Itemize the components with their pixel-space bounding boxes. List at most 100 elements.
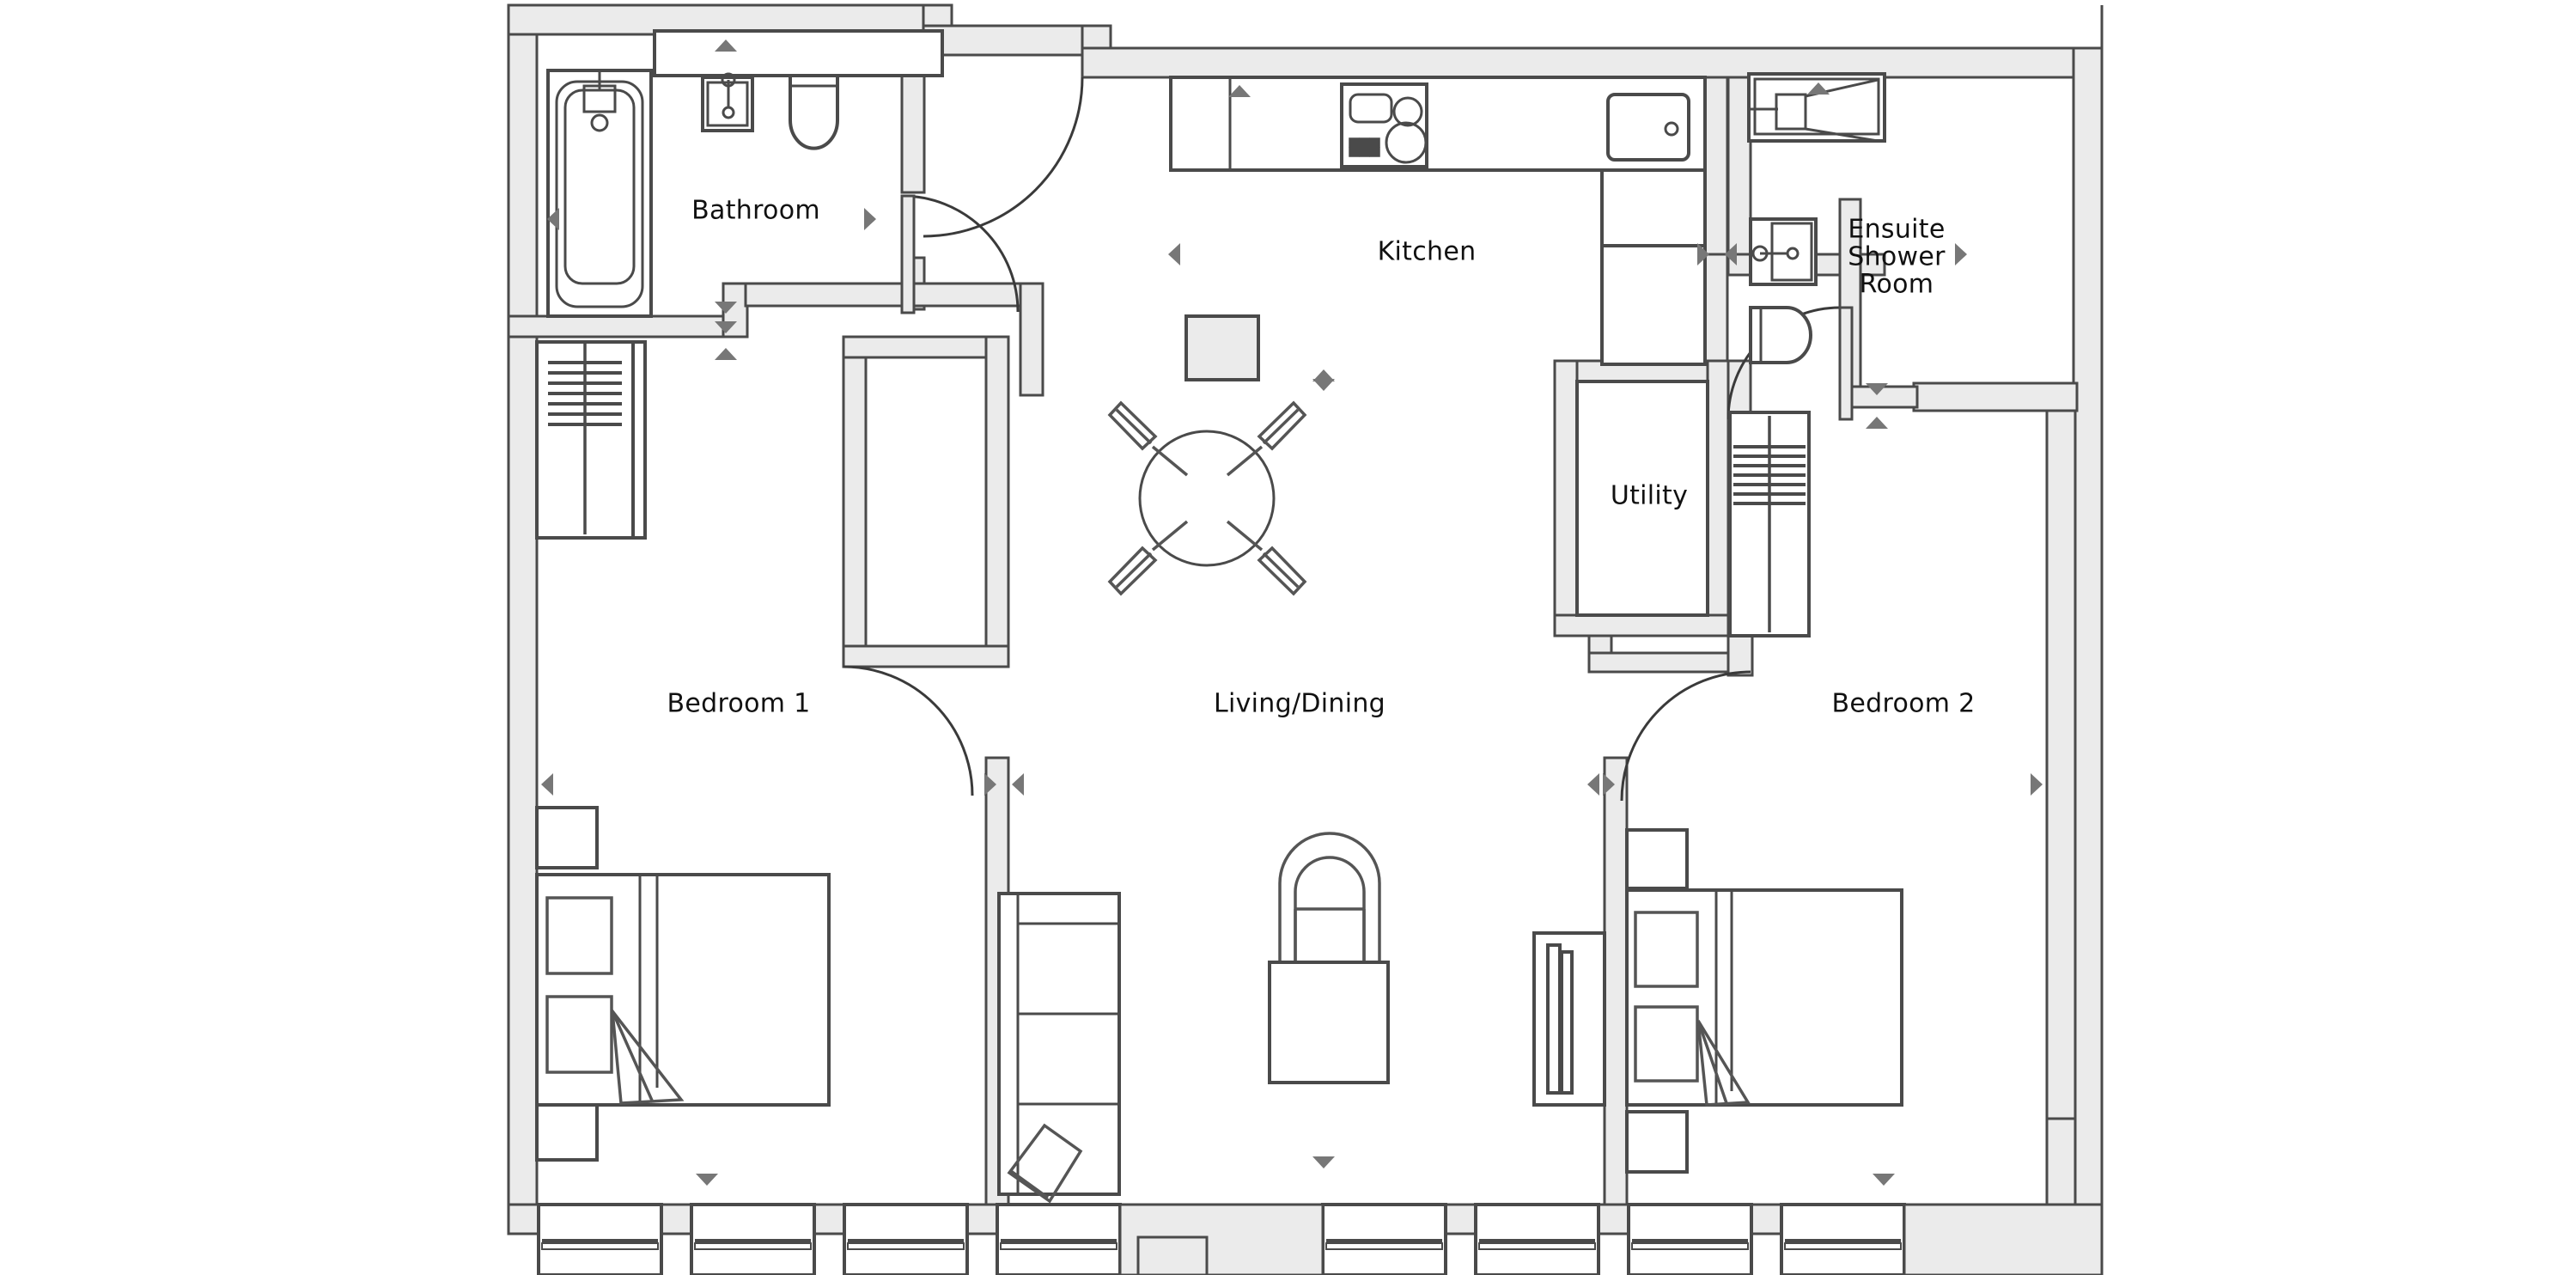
wall-ensuite-left: [1726, 76, 1752, 256]
wardrobe-bedroom1: [535, 340, 647, 540]
kitchen-sink: [1606, 93, 1690, 162]
bathtub: [546, 69, 653, 318]
bedroom2-group: Bedroom 2: [1532, 689, 2043, 1186]
dimension-marker: [715, 321, 737, 333]
dimension-marker: [1866, 383, 1888, 395]
dining-set: [1107, 400, 1307, 596]
wall-kitchen-right-2: [1703, 253, 1729, 363]
coffee-table: [1268, 961, 1390, 1084]
bathroom-door-leaf: [900, 194, 916, 314]
window: [843, 1203, 969, 1275]
bedside-table: [1625, 828, 1689, 890]
dimension-marker: [1228, 85, 1251, 97]
window: [1474, 1203, 1600, 1275]
dimension-marker: [1955, 243, 1967, 265]
wall-bathroom-bottom-right: [744, 282, 928, 308]
wall-bedroom1-mid: [842, 644, 1010, 668]
room-label-bedroom2: Bedroom 2: [1831, 689, 1975, 719]
dimension-marker: [1697, 243, 1709, 265]
bottom-windows: [537, 1203, 1906, 1275]
room-label-livingdining: Living/Dining: [1214, 689, 1385, 719]
bedroom2-door-swing: [1620, 670, 1751, 802]
wall-bathroom-right-upper: [900, 53, 926, 194]
dimension-marker: [1168, 243, 1180, 265]
room-label-bedroom1: Bedroom 1: [667, 689, 810, 719]
wall-bottom-right-block: [1903, 1203, 2104, 1275]
bedroom1-door-swing: [843, 665, 974, 796]
dimension-marker: [1725, 243, 1737, 265]
wall-utility-left: [1553, 359, 1579, 620]
window: [537, 1203, 663, 1275]
window: [996, 1203, 1122, 1275]
room-label-ensuite-line1: Ensuite: [1848, 215, 1945, 245]
sofa: [997, 892, 1121, 1204]
wall-bottom-recess-bump: [1136, 1235, 1209, 1275]
toilet-ensuite: [1749, 306, 1812, 364]
kitchen-group: Kitchen: [1168, 76, 1737, 366]
bathroom-door-swing: [901, 194, 1020, 313]
bedside-table: [1625, 1110, 1689, 1174]
doors-group: [843, 76, 1854, 802]
wall-left: [507, 3, 539, 1235]
wall-kitchen-right: [1703, 76, 1729, 256]
wardrobe-bedroom2: [1728, 411, 1811, 638]
bathroom-group: Bathroom: [546, 29, 944, 318]
bedside-table: [535, 1098, 599, 1162]
dimension-marker: [1807, 82, 1830, 95]
wall-right-step-bot: [2045, 1117, 2077, 1208]
window: [1780, 1203, 1906, 1275]
bedroom1-group: Bedroom 1: [535, 321, 1024, 1186]
dimension-marker: [864, 208, 876, 230]
wall-lobby-right: [1019, 282, 1044, 397]
wall-utility-bottom: [1553, 613, 1754, 638]
room-label-ensuite-line2: Shower: [1848, 242, 1946, 272]
shower-enclosure: [1747, 72, 1886, 143]
wall-top-right: [1081, 46, 2104, 79]
sideboard: [1184, 314, 1260, 381]
kitchen-tall-unit: [1600, 244, 1707, 366]
dimension-marker: [1603, 773, 1615, 796]
dimension-marker: [2031, 773, 2043, 796]
utility-cupboard: [1575, 380, 1709, 617]
dimension-marker: [1012, 773, 1024, 796]
livingdining-group: Living/Dining: [997, 314, 1390, 1204]
wall-bedroom1-right-upper: [842, 335, 868, 665]
bathroom-top-unit: [653, 29, 944, 77]
window: [1627, 1203, 1753, 1275]
wall-bedroom2-left: [1603, 756, 1629, 1206]
kitchen-sink-unit: [1600, 168, 1707, 247]
wash-basin-bathroom: [701, 72, 754, 132]
dimension-marker: [1587, 773, 1599, 796]
ensuite-group: Ensuite Shower Room: [1747, 72, 1967, 429]
dimension-marker: [984, 773, 996, 796]
dimension-marker: [696, 1174, 718, 1186]
wall-right-step-top: [1912, 381, 2079, 412]
tv-unit: [1532, 931, 1606, 1107]
dimension-marker: [715, 348, 737, 360]
window: [690, 1203, 816, 1275]
hob-icon: [1340, 82, 1428, 168]
wall-top-mid-left: [922, 24, 1084, 57]
wall-right: [2072, 46, 2104, 1235]
dimension-marker: [1873, 1174, 1895, 1186]
wall-bathroom-bottom-left: [507, 314, 725, 339]
dimension-marker: [715, 40, 737, 52]
wall-utility-right: [1706, 359, 1732, 638]
dimension-marker: [1312, 379, 1335, 391]
wall-right-inner: [2045, 381, 2077, 1150]
dimension-marker: [541, 773, 553, 796]
dimension-marker: [547, 208, 559, 230]
window: [1321, 1203, 1447, 1275]
wall-bedroom1-top: [842, 335, 1008, 359]
wash-basin-ensuite: [1749, 217, 1818, 286]
dimension-marker: [1312, 1156, 1335, 1168]
double-bed-2: [1625, 888, 1903, 1107]
double-bed-1: [535, 873, 831, 1107]
ensuite-door-leaf: [1838, 306, 1854, 421]
utility-group: Utility: [1575, 380, 1709, 617]
room-label-ensuite-line3: Room: [1860, 270, 1934, 300]
room-label-bathroom: Bathroom: [691, 196, 820, 226]
bedside-table: [535, 806, 599, 869]
